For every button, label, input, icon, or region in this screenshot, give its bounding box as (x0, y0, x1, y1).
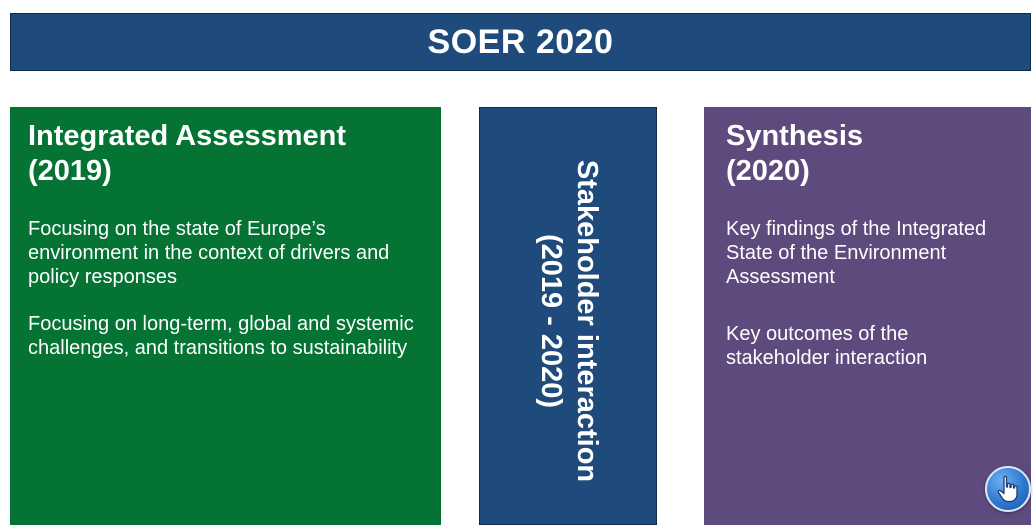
synthesis-paragraph-1: Key findings of the Integrated State of … (726, 218, 987, 288)
hand-pointer-icon (997, 475, 1018, 503)
integrated-assessment-panel: Integrated Assessment (2019) Focusing on… (10, 107, 441, 525)
synthesis-title-line2: (2020) (726, 155, 810, 187)
synthesis-title: Synthesis (2020) (726, 119, 1013, 189)
integrated-assessment-title: Integrated Assessment (2019) (28, 119, 423, 189)
stakeholder-interaction-title-line2: (2019 - 2020) (535, 234, 567, 409)
integrated-assessment-paragraph-1: Focusing on the state of Europe’s enviro… (28, 218, 390, 288)
soer-banner: SOER 2020 (10, 13, 1031, 71)
integrated-assessment-title-line2: (2019) (28, 155, 112, 187)
integrated-assessment-paragraph-2: Focusing on long-term, global and system… (28, 313, 414, 359)
stakeholder-interaction-panel: Stakeholder interaction (2019 - 2020) (479, 107, 657, 525)
stakeholder-interaction-title-line1: Stakeholder interaction (571, 160, 603, 483)
banner-title: SOER 2020 (427, 22, 614, 61)
synthesis-title-line1: Synthesis (726, 120, 863, 152)
synthesis-panel: Synthesis (2020) Key findings of the Int… (704, 107, 1031, 525)
stakeholder-interaction-title: Stakeholder interaction (2019 - 2020) (480, 108, 656, 524)
synthesis-paragraph-2: Key outcomes of the stakeholder interact… (726, 323, 928, 369)
hand-pointer-button[interactable] (985, 466, 1031, 512)
integrated-assessment-title-line1: Integrated Assessment (28, 120, 347, 152)
